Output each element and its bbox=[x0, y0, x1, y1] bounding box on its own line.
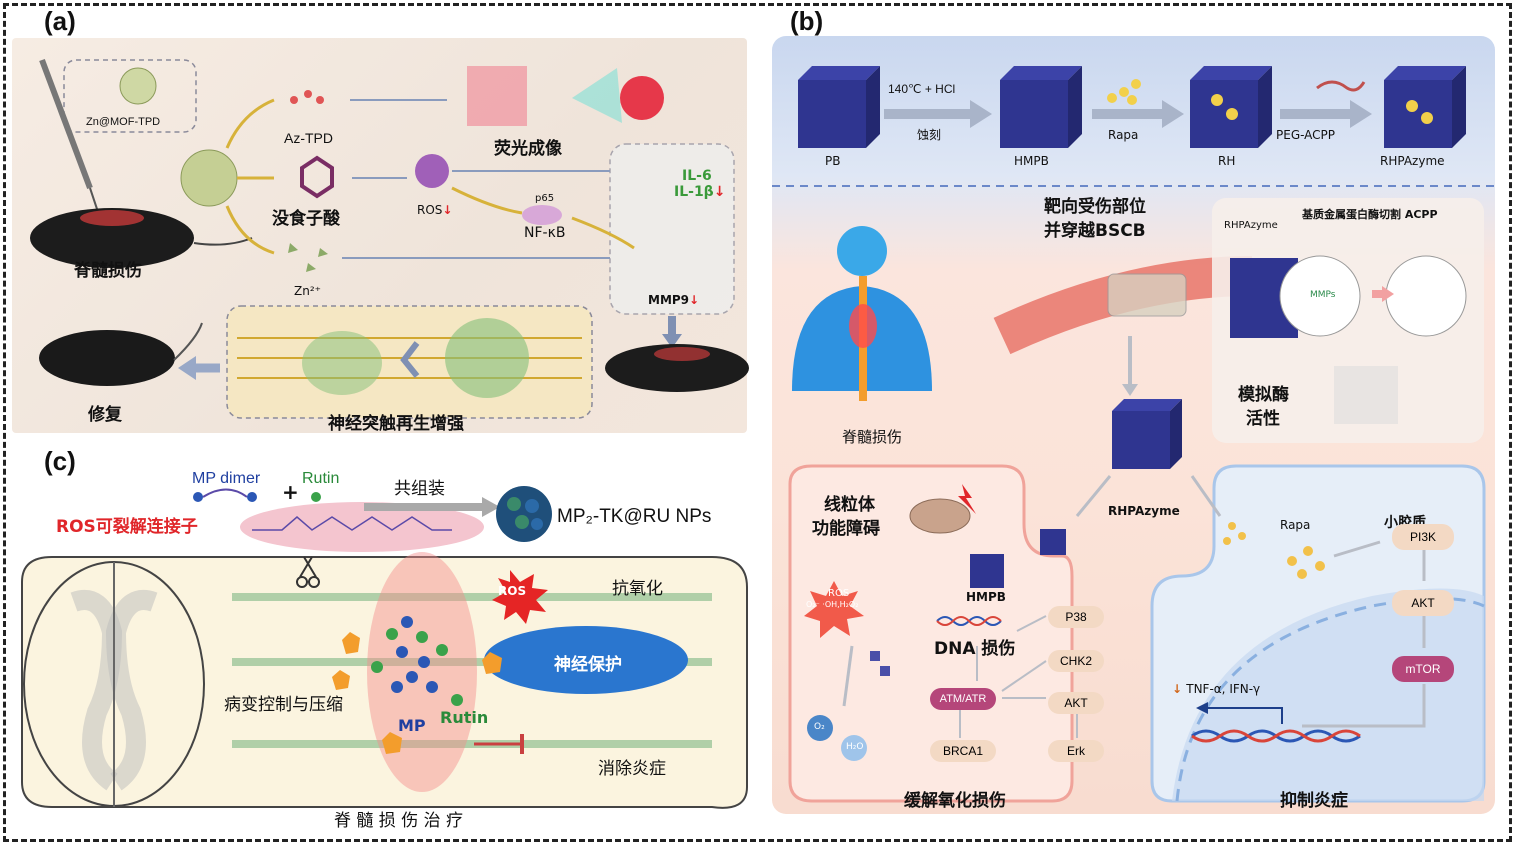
rutin-label-2: Rutin bbox=[440, 708, 489, 727]
panel-c-graphics bbox=[21, 486, 748, 809]
nfkb-label: NF-κB bbox=[524, 225, 566, 241]
mtor-pill: mTOR bbox=[1392, 656, 1454, 682]
panel-b: 140℃ + HCl 蚀刻 PB HMPB Rapa RH PEG-ACPP R… bbox=[772, 36, 1495, 814]
neuroprotect-label: 神经保护 bbox=[554, 655, 622, 675]
rhpazyme-small: RHPAzyme bbox=[1224, 220, 1278, 231]
h2o-label: H₂O bbox=[846, 742, 864, 752]
pb-label: PB bbox=[825, 154, 841, 168]
ros-cell-label: ROS bbox=[828, 588, 850, 599]
inflam-label: 消除炎症 bbox=[598, 759, 666, 779]
rapa-label-2: Rapa bbox=[1280, 518, 1311, 532]
mmp-cut-label: 基质金属蛋白酶切割 ACPP bbox=[1302, 208, 1438, 221]
relieve-label: 缓解氧化损伤 bbox=[904, 791, 1006, 811]
rapa-label: Rapa bbox=[1108, 128, 1139, 142]
rh-label: RH bbox=[1218, 154, 1236, 168]
mito-line1: 线粒体 bbox=[824, 495, 875, 515]
panel-a-letter: (a) bbox=[44, 6, 76, 36]
mp-label: MP bbox=[398, 716, 426, 735]
mmps-label: MMPs bbox=[1310, 290, 1336, 300]
nps-label: MP₂-TK@RU NPs bbox=[557, 506, 712, 527]
o2-label: O₂ bbox=[814, 722, 825, 732]
panel-b-graphics bbox=[772, 66, 1495, 803]
rhpazyme-label: RHPAzyme bbox=[1380, 154, 1445, 168]
repair-label: 修复 bbox=[88, 405, 122, 425]
step1-bottom: 蚀刻 bbox=[917, 128, 942, 142]
ros-sub-label: O₂⁻ ·OH,H₂O₂ bbox=[806, 600, 859, 609]
figure-frame bbox=[3, 3, 1512, 842]
panel-a-graphics bbox=[30, 58, 749, 419]
mito-line2: 功能障碍 bbox=[812, 519, 880, 539]
panel-c-letter: (c) bbox=[44, 446, 76, 476]
brca1-pill: BRCA1 bbox=[930, 740, 996, 762]
il1b-label: IL-1β↓ bbox=[674, 184, 726, 200]
step1-top: 140℃ + HCl bbox=[888, 82, 956, 96]
therapy-label: 脊 髓 损 伤 治 疗 bbox=[334, 811, 464, 831]
target-line2: 并穿越BSCB bbox=[1044, 221, 1146, 241]
hmpb-cell-label: HMPB bbox=[966, 590, 1006, 604]
target-line1: 靶向受伤部位 bbox=[1044, 197, 1146, 217]
inhibit-label: 抑制炎症 bbox=[1280, 791, 1348, 811]
regen-label: 神经突触再生增强 bbox=[328, 414, 464, 434]
hmpb-label: HMPB bbox=[1014, 154, 1049, 168]
panel-c: MP dimer + Rutin 共组装 MP₂-TK@RU NPs ROS可裂… bbox=[12, 462, 757, 831]
probe-label: Zn@MOF-TPD bbox=[86, 116, 161, 128]
rutin-label: Rutin bbox=[302, 470, 340, 487]
p65-label: p65 bbox=[535, 193, 555, 204]
erk-pill: Erk bbox=[1048, 740, 1104, 762]
atm-pill: ATM/ATR bbox=[930, 688, 996, 710]
injury-label: 脊髓损伤 bbox=[74, 261, 142, 281]
mmp9-label: MMP9↓ bbox=[648, 293, 700, 307]
rhpazyme-mid: RHPAzyme bbox=[1108, 504, 1180, 518]
az-tpd-label: Az-TPD bbox=[284, 130, 333, 146]
p38-pill: P38 bbox=[1048, 606, 1104, 628]
lesion-label: 病变控制与压缩 bbox=[224, 695, 343, 715]
plus-sign: + bbox=[282, 480, 299, 504]
ros-burst-label: ROS bbox=[498, 584, 527, 598]
linker-label: ROS可裂解连接子 bbox=[56, 517, 198, 537]
peg-label: PEG-ACPP bbox=[1276, 128, 1336, 142]
mp-dimer-label: MP dimer bbox=[192, 470, 261, 487]
ros-label-a: ROS↓ bbox=[417, 203, 453, 217]
imaging-label: 荧光成像 bbox=[494, 139, 562, 159]
akt-pill-2: AKT bbox=[1392, 590, 1454, 616]
antiox-label: 抗氧化 bbox=[612, 579, 663, 599]
gallic-acid-label: 没食子酸 bbox=[272, 209, 340, 229]
coassembly-label: 共组装 bbox=[394, 479, 445, 499]
injury-label-b: 脊髓损伤 bbox=[842, 428, 903, 446]
zn-label: Zn²⁺ bbox=[294, 284, 321, 298]
tnf-label: ↓ TNF-α, IFN-γ bbox=[1172, 682, 1261, 696]
panel-b-letter: (b) bbox=[790, 6, 824, 36]
pi3k-pill: PI3K bbox=[1392, 524, 1454, 550]
akt-pill-1: AKT bbox=[1048, 692, 1104, 714]
il6-label: IL-6 bbox=[682, 168, 712, 184]
enzyme-line2: 活性 bbox=[1246, 409, 1280, 429]
dna-damage-label: DNA 损伤 bbox=[934, 639, 1016, 659]
chk2-pill: CHK2 bbox=[1048, 650, 1104, 672]
enzyme-line1: 模拟酶 bbox=[1238, 385, 1289, 405]
panel-a: Zn@MOF-TPD 脊髓损伤 Az-TPD 没食子酸 Zn²⁺ ROS↓ p6… bbox=[12, 38, 749, 434]
